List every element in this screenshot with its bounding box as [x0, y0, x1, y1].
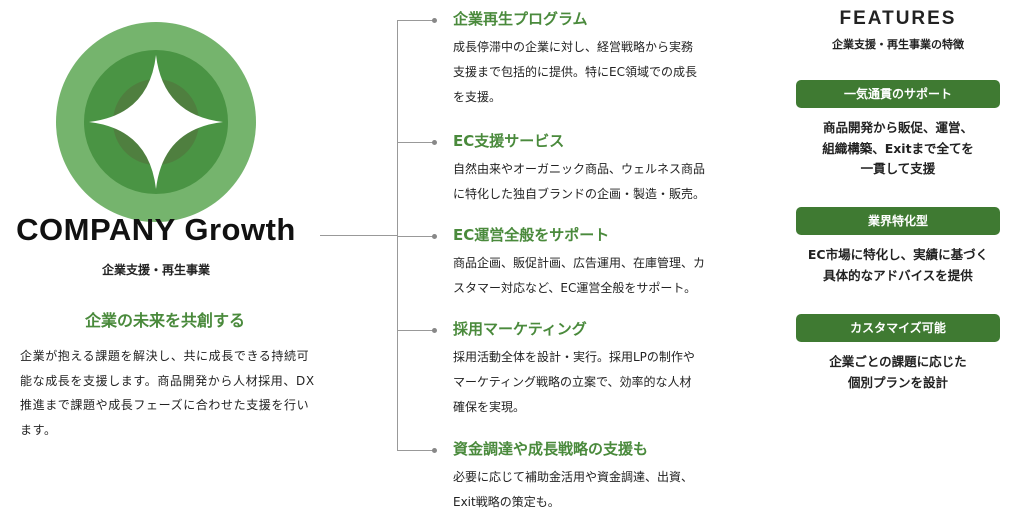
feature-item: 業界特化型 EC市場に特化し、実績に基づく 具体的なアドバイスを提供	[796, 207, 1000, 286]
service-title: 採用マーケティング	[453, 320, 587, 338]
bullet-icon	[432, 328, 437, 333]
brand-name: COMPANY Growth	[16, 212, 296, 247]
tree-line	[397, 20, 398, 450]
feature-desc: EC市場に特化し、実績に基づく 具体的なアドバイスを提供	[807, 247, 989, 283]
features-subtitle: 企業支援・再生事業の特徴	[832, 38, 964, 51]
feature-item: 一気通貫のサポート 商品開発から販促、運営、 組織構築、Exitまで全てを 一貫…	[796, 80, 1000, 180]
tagline: 企業の未来を共創する	[84, 311, 245, 330]
service-desc: 採用活動全体を設計・実行。採用LPの制作や マーケティング戦略の立案で、効率的な…	[453, 350, 695, 414]
service-desc: 必要に応じて補助金活用や資金調達、出資、 Exit戦略の策定も。	[453, 470, 694, 509]
branch-line	[397, 330, 433, 331]
features-title: FEATURES	[839, 8, 957, 29]
branch-line	[397, 450, 433, 451]
feature-item: カスタマイズ可能 企業ごとの課題に応じた 個別プランを設計	[796, 314, 1000, 393]
bullet-icon	[432, 448, 437, 453]
feature-label: 一気通貫のサポート	[796, 80, 1000, 108]
branch-line	[397, 20, 433, 21]
feature-desc: 企業ごとの課題に応じた 個別プランを設計	[829, 354, 967, 390]
service-item: 企業再生プログラム 成長停滞中の企業に対し、経営戦略から実務 支援まで包括的に提…	[453, 9, 753, 110]
service-title: EC運営全般をサポート	[453, 226, 610, 244]
service-title: 資金調達や成長戦略の支援も	[453, 440, 649, 458]
service-item: EC運営全般をサポート 商品企画、販促計画、広告運用、在庫管理、カ スタマー対応…	[453, 225, 753, 301]
service-desc: 商品企画、販促計画、広告運用、在庫管理、カ スタマー対応など、EC運営全般をサポ…	[453, 256, 706, 295]
feature-label: 業界特化型	[796, 207, 1000, 235]
feature-desc: 商品開発から販促、運営、 組織構築、Exitまで全てを 一貫して支援	[822, 120, 974, 176]
lead-text: 企業が抱える課題を解決し、共に成長できる持続可能な成長を支援します。商品開発から…	[20, 349, 315, 437]
connector-line	[320, 235, 398, 236]
branch-line	[397, 142, 433, 143]
service-title: 企業再生プログラム	[453, 10, 588, 28]
service-desc: 成長停滞中の企業に対し、経営戦略から実務 支援まで包括的に提供。特にEC領域での…	[453, 40, 697, 104]
branch-line	[397, 236, 433, 237]
service-item: EC支援サービス 自然由来やオーガニック商品、ウェルネス商品 に特化した独自ブラ…	[453, 131, 753, 207]
bullet-icon	[432, 140, 437, 145]
brand-subtitle: 企業支援・再生事業	[101, 263, 210, 277]
service-item: 資金調達や成長戦略の支援も 必要に応じて補助金活用や資金調達、出資、 Exit戦…	[453, 439, 753, 515]
service-title: EC支援サービス	[453, 132, 565, 150]
bullet-icon	[432, 18, 437, 23]
bullet-icon	[432, 234, 437, 239]
feature-label: カスタマイズ可能	[796, 314, 1000, 342]
service-desc: 自然由来やオーガニック商品、ウェルネス商品 に特化した独自ブランドの企画・製造・…	[453, 162, 706, 201]
logo-icon	[56, 22, 256, 222]
service-item: 採用マーケティング 採用活動全体を設計・実行。採用LPの制作や マーケティング戦…	[453, 319, 753, 420]
